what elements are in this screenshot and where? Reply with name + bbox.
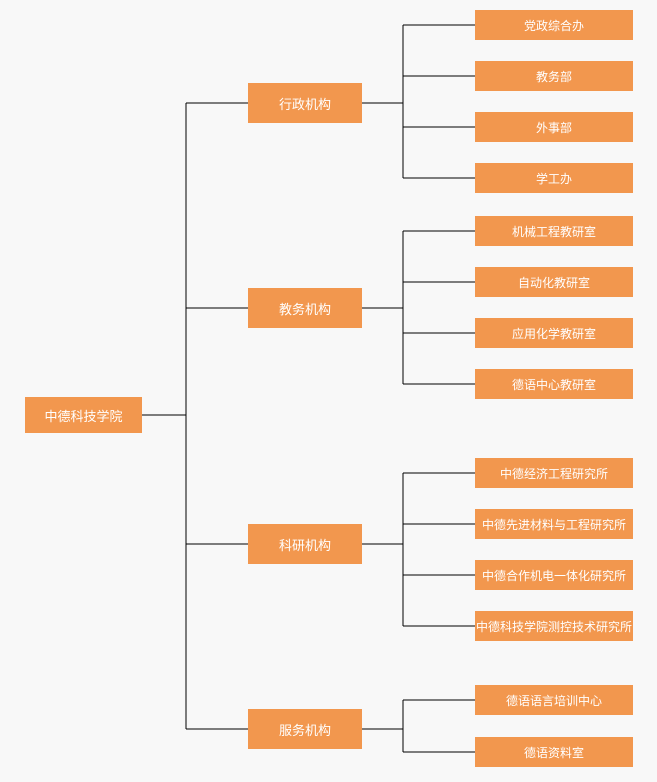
leaf-node: 应用化学教研室	[475, 318, 633, 348]
leaf-node: 中德科技学院测控技术研究所	[475, 611, 633, 641]
leaf-node: 党政综合办	[475, 10, 633, 40]
branch-node-2: 教务机构	[248, 288, 362, 328]
branch-node-3: 科研机构	[248, 524, 362, 564]
leaf-node: 学工办	[475, 163, 633, 193]
leaf-node: 自动化教研室	[475, 267, 633, 297]
leaf-node: 教务部	[475, 61, 633, 91]
leaf-node: 德语语言培训中心	[475, 685, 633, 715]
leaf-node: 中德先进材料与工程研究所	[475, 509, 633, 539]
branch-node-1: 行政机构	[248, 83, 362, 123]
leaf-node: 中德合作机电一体化研究所	[475, 560, 633, 590]
leaf-node: 德语资料室	[475, 737, 633, 767]
leaf-node: 外事部	[475, 112, 633, 142]
leaf-node: 机械工程教研室	[475, 216, 633, 246]
root-node: 中德科技学院	[25, 397, 142, 433]
leaf-node: 中德经济工程研究所	[475, 458, 633, 488]
branch-node-4: 服务机构	[248, 709, 362, 749]
leaf-node: 德语中心教研室	[475, 369, 633, 399]
